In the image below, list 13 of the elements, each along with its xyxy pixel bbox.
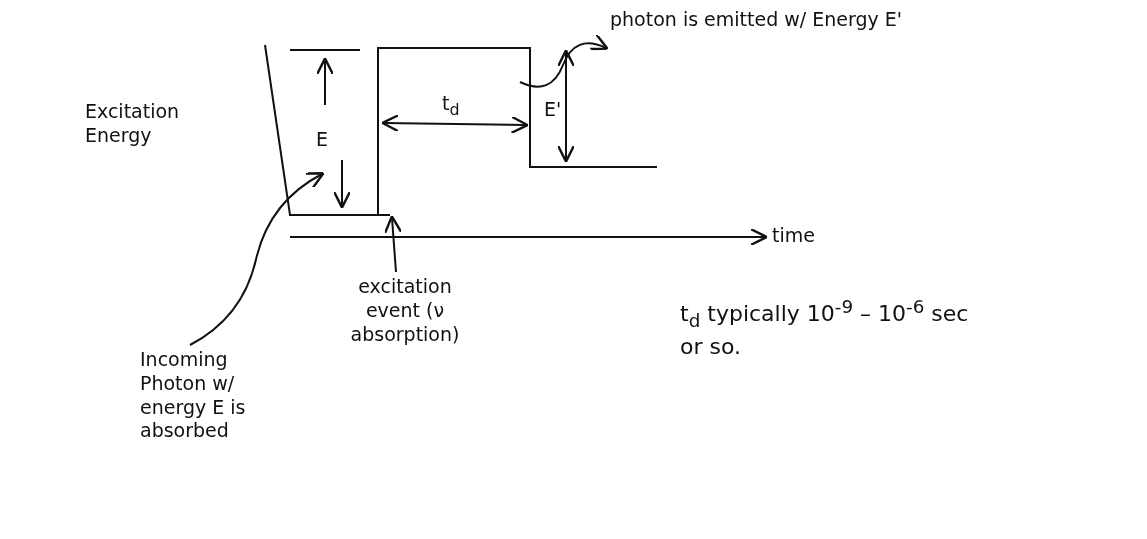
leader-line	[383, 215, 403, 273]
axis-label: time	[772, 224, 815, 248]
handwritten-note: Incoming Photon w/ energy E is absorbed	[140, 348, 290, 443]
dimension-label: E'	[544, 98, 562, 122]
handwritten-note: photon is emitted w/ Energy E'	[610, 8, 910, 32]
note: t$_{d}$ typically 10$^{-9}$ – 10$^{-6}$ sec or so.	[680, 296, 970, 361]
leader-line	[519, 33, 609, 88]
dimension-label: E	[316, 128, 328, 152]
dimension-label: t$_{d}$	[442, 92, 460, 120]
axis-label: Excitation Energy	[85, 100, 181, 148]
handwritten-note: excitation event (ν absorption)	[330, 275, 480, 347]
leader-line	[189, 172, 325, 346]
energy-level-drawing	[264, 44, 658, 216]
